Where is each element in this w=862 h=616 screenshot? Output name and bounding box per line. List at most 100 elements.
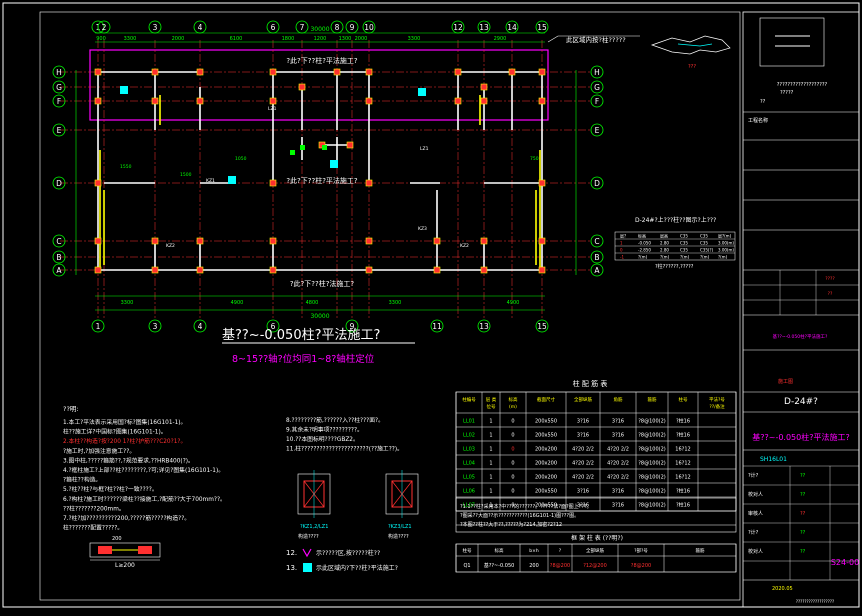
sheet-code: SH16L01	[760, 456, 787, 463]
small-dim-1: 1550	[120, 164, 132, 170]
tb-label-2: 审核人	[748, 510, 763, 517]
axis-top-2-label: 2	[102, 23, 107, 32]
col-table-head-4-0: 全部纵筋	[574, 396, 592, 403]
kz-cell-2: 200	[529, 563, 539, 569]
col-table-cell-0-0: LL01	[463, 419, 475, 425]
tb-label-1: 校对人	[748, 491, 763, 498]
axis-top-6-label: 6	[271, 23, 276, 32]
column-21	[365, 179, 373, 187]
axis-right-G-circle	[590, 80, 604, 94]
title-block: ??????????????????? ????? ?? 工程名称 ???? ?…	[742, 11, 860, 608]
column-37	[365, 266, 373, 274]
axis-right-C-label: C	[594, 237, 599, 246]
col-table-cell-3-2: 0	[511, 461, 514, 467]
dim-bottom-1: 4900	[231, 300, 244, 306]
axis-top-10-label: 10	[364, 23, 374, 32]
axis-right-G-label: G	[594, 83, 600, 92]
col-table-cell-4-6: ?8@100(2)	[638, 475, 666, 481]
sub-title: 8~15??轴?位均同1~8?轴柱定位	[232, 353, 375, 365]
notes-heading: ??明:	[63, 405, 79, 413]
dim-overall-bottom: 30000	[310, 313, 329, 320]
legend-no-12: 12.	[286, 549, 297, 557]
dim-top-7: 2000	[355, 36, 368, 42]
side-cell-1-0: 0	[620, 248, 623, 253]
kz-head-3: ?	[559, 548, 562, 554]
note-line-4: 3.图中柱,?????箍筋??,?规范要求,??HRB400(?)。	[63, 456, 194, 464]
axis-bottom-4-circle	[193, 319, 207, 333]
col-table-cell-2-2: 0	[511, 447, 514, 453]
notes-left: 1.本工?平法表示采用国?标?图集(16G101-1)。 柱??施工详?中国标?…	[63, 418, 226, 532]
column-11	[94, 97, 102, 105]
column-5	[333, 68, 341, 76]
column-33	[94, 266, 102, 274]
column-detail-2: ?KZ3/LZ1	[385, 470, 419, 530]
column-38	[433, 266, 441, 274]
col-table-cell-6-2: 0	[511, 503, 514, 509]
axis-top-4-circle	[193, 20, 207, 34]
legend: 12. 示?????区,按?????柱?? 13. 示此区域内?下??柱?平法施…	[286, 548, 398, 572]
col-table-cell-5-6: ?8@100(2)	[638, 489, 666, 495]
company-name-2: ?????	[780, 90, 794, 96]
side-cell-2-2: ?(m)	[660, 255, 670, 260]
axis-top-8-label: 8	[335, 23, 340, 32]
column-36	[269, 266, 277, 274]
dim-bottom-4: 4900	[507, 300, 520, 306]
col-label-4: LZ1	[268, 106, 277, 112]
axis-top-4-label: 4	[198, 23, 203, 32]
column-39	[480, 266, 488, 274]
axis-left-E-circle	[52, 123, 66, 137]
axis-top-12-label: 12	[453, 23, 463, 32]
stamp-red: ??	[828, 291, 833, 297]
note-right-2: 10.??本图标明????GBZ2。	[286, 435, 359, 443]
note-right-3: 11.柱??????????????????????(??施工??)。	[286, 445, 403, 453]
column-4	[298, 83, 306, 91]
side-cell-0-1: -0.050	[638, 241, 651, 246]
col-table-cell-6-0: LL07	[463, 503, 475, 509]
col-table-note-1: ?图采??大面??示???????????(16G101-1)图???图。	[460, 512, 579, 519]
col-table-cell-6-3: 200x550	[535, 503, 557, 509]
side-cell-1-4: C35(?)	[700, 248, 714, 253]
wall-detail-dim: 200	[112, 536, 122, 542]
axis-left-D-label: D	[56, 179, 62, 188]
axis-top-15-circle	[535, 20, 549, 34]
note-line-2: 2.本柱??构造?按?200 1?柱?护筋???C20?1?。	[63, 437, 186, 445]
axis-bottom-4-label: 4	[198, 322, 203, 331]
column-8	[480, 83, 488, 91]
col-table-cell-4-4: 4?20 2/2	[572, 475, 594, 481]
axis-top-13-label: 13	[479, 23, 489, 32]
column-7	[454, 68, 462, 76]
col-label-5: LZ1	[420, 146, 429, 152]
note-right-1: 9.其余未?明事项?????????。	[286, 426, 363, 434]
column-34	[151, 266, 159, 274]
axis-bottom-6-circle	[266, 319, 280, 333]
axis-right-E-circle	[590, 123, 604, 137]
legend-text-12: 示?????区,按?????柱??	[316, 549, 380, 557]
highlight-zone	[89, 49, 549, 121]
kz-cell-5: ?8@200	[631, 563, 651, 569]
side-cell-0-3: C35	[680, 241, 688, 246]
col-label-2: KZ2	[460, 243, 469, 249]
axis-left-H-label: H	[56, 68, 62, 77]
axis-left-A-circle	[52, 263, 66, 277]
side-cell-2-3: ?(m)	[680, 255, 690, 260]
dim-overall-top: 30000	[310, 26, 329, 33]
col-table-cell-3-5: 4?20 2/2	[607, 461, 629, 467]
small-dim-2: 1050	[235, 156, 247, 162]
kz-head-1: 标高	[495, 547, 504, 554]
wall-lines	[97, 71, 543, 271]
date: 2020.05	[772, 586, 793, 592]
keyplan: ???	[650, 35, 731, 70]
col-table-cell-5-2: 0	[511, 489, 514, 495]
note-line-7: 5.?柱??柱?与框?柱??柱?一致????。	[63, 485, 158, 493]
column-22	[538, 179, 546, 187]
column-6	[365, 68, 373, 76]
col-table-cell-6-1: 1	[489, 503, 492, 509]
side-head-2: 层高	[660, 233, 668, 239]
kz-cell-1: 基??~-0.050	[484, 562, 515, 569]
axis-top-3-label: 3	[153, 23, 158, 32]
axis-bottom-1-label: 1	[96, 322, 101, 331]
note-line-1: 柱??施工详?中国标?图集(16G101-1)。	[63, 428, 167, 436]
